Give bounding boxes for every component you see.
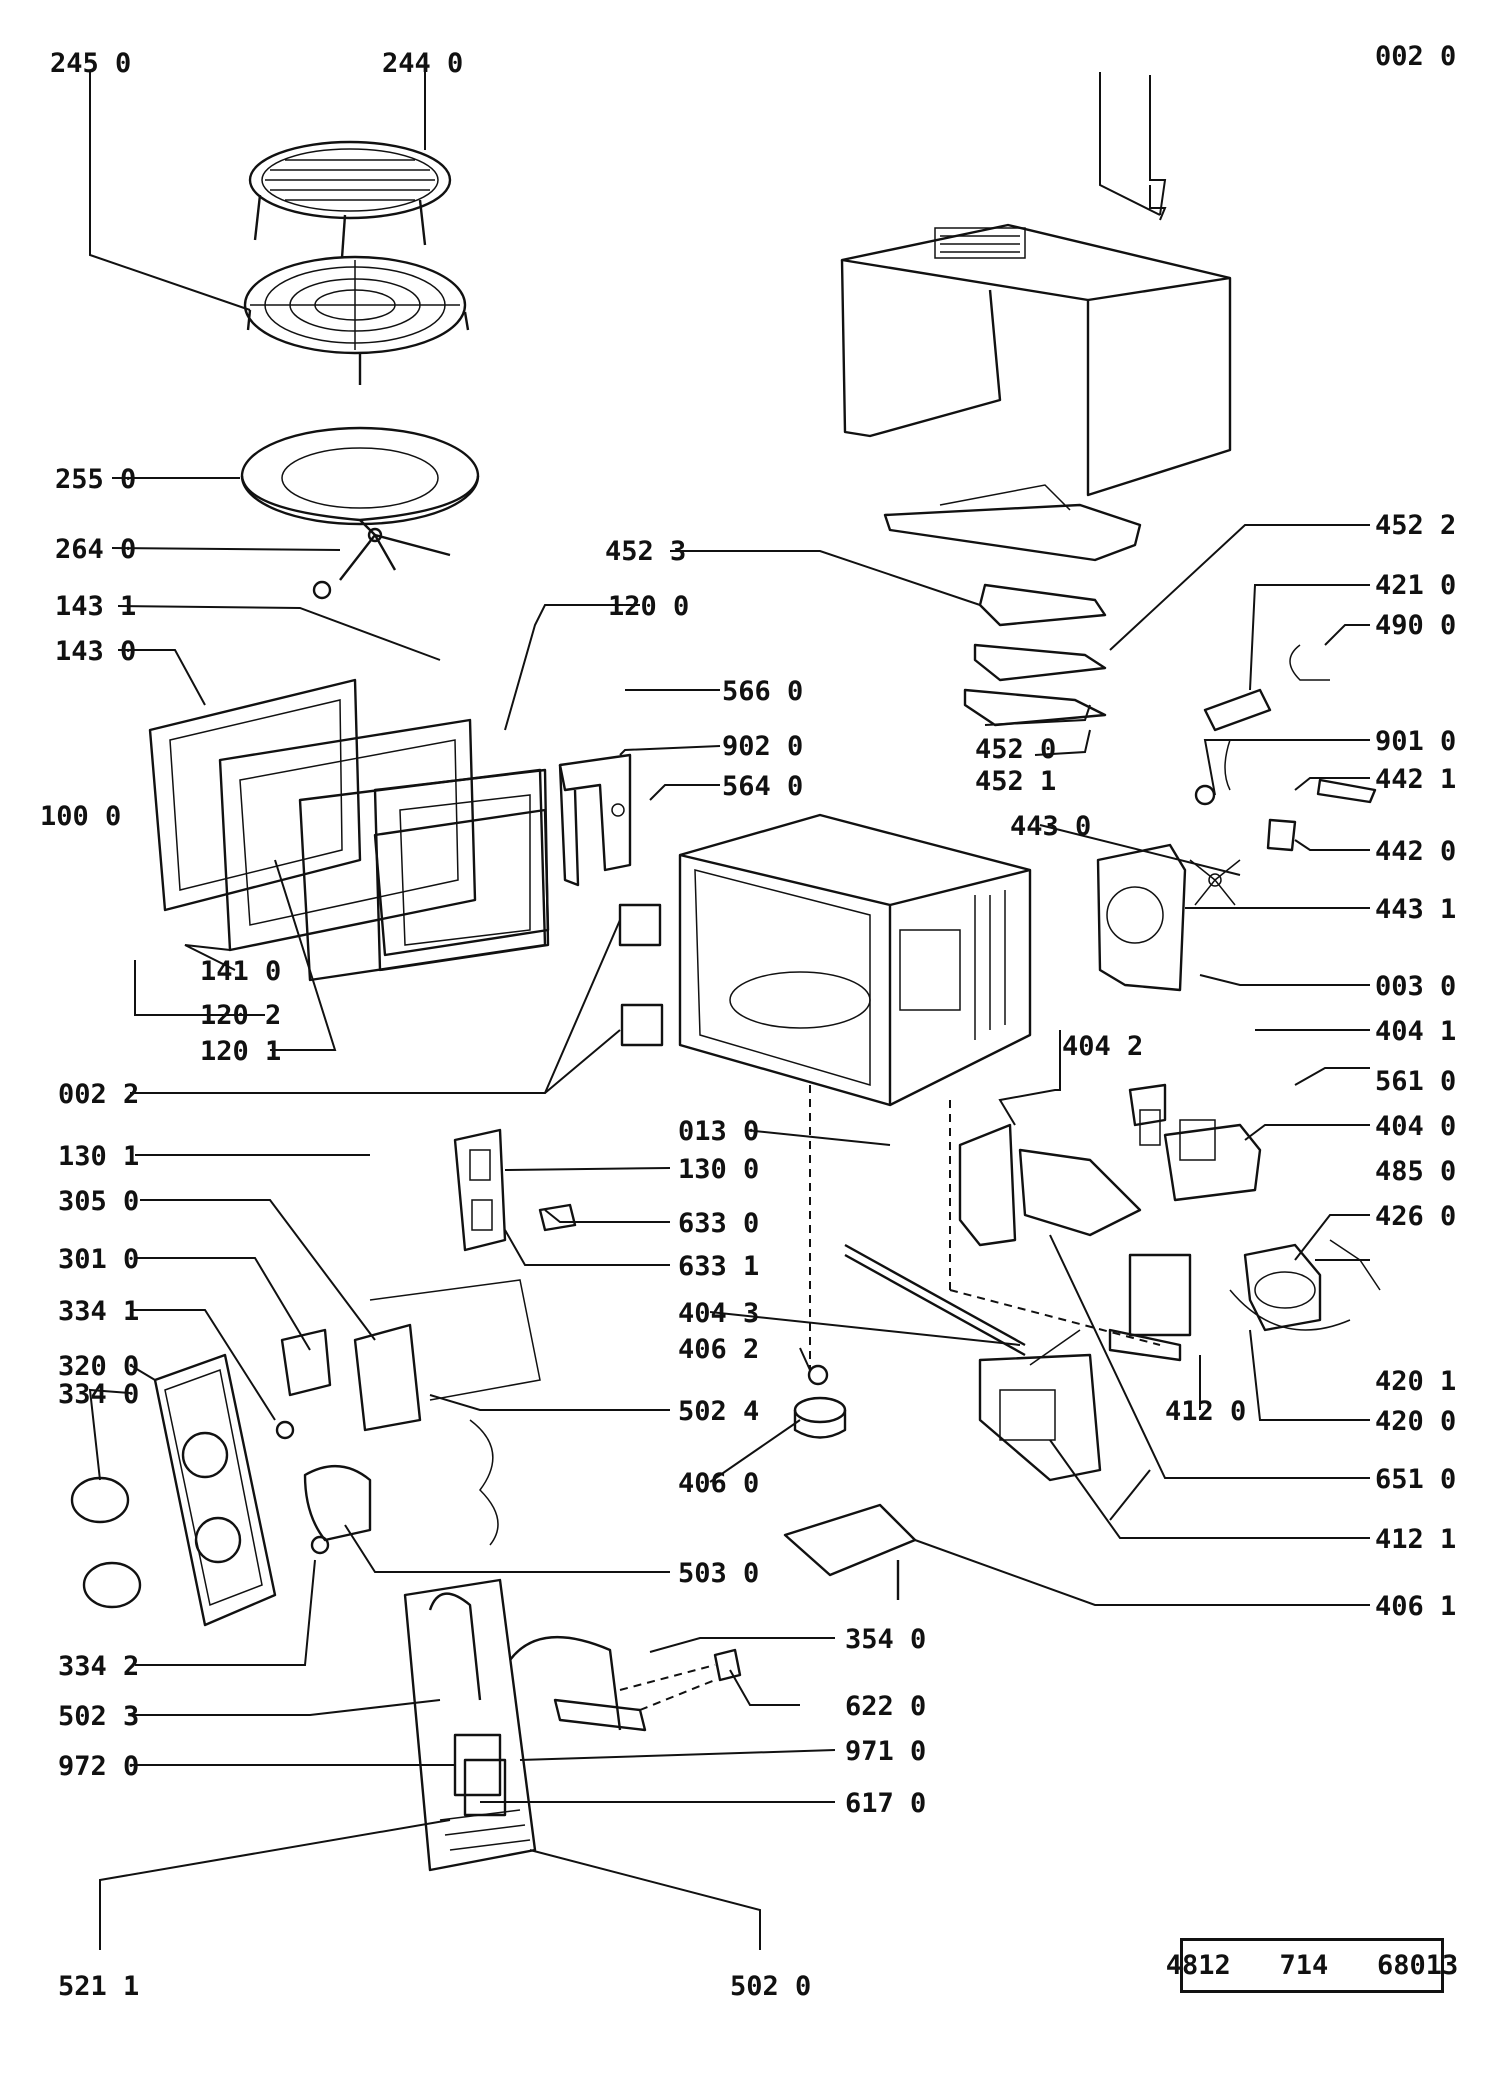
label-972-0: 972 0	[58, 1751, 139, 1782]
label-130-1: 130 1	[58, 1141, 139, 1172]
control-board-part	[403, 1578, 742, 1872]
label-143-0: 143 0	[55, 636, 136, 667]
label-426-0: 426 0	[1375, 1201, 1456, 1232]
label-622-0: 622 0	[845, 1691, 926, 1722]
label-561-0: 561 0	[1375, 1066, 1456, 1097]
label-971-0: 971 0	[845, 1736, 926, 1767]
label-633-0: 633 0	[678, 1208, 759, 1239]
label-420-1: 420 1	[1375, 1366, 1456, 1397]
label-902-0: 902 0	[722, 731, 803, 762]
label-264-0: 264 0	[55, 534, 136, 565]
door-hinge-bracket-part	[558, 753, 632, 887]
label-502-0: 502 0	[730, 1971, 811, 2002]
label-120-2: 120 2	[200, 1000, 281, 1031]
label-143-1: 143 1	[55, 591, 136, 622]
document-code: 4812 714 68013	[1165, 1950, 1459, 1981]
label-566-0: 566 0	[722, 676, 803, 707]
label-442-1: 442 1	[1375, 764, 1456, 795]
turntable-plate-part	[240, 426, 480, 526]
label-141-0: 141 0	[200, 956, 281, 987]
magnetron-bracket-part	[958, 1083, 1262, 1362]
label-244-0: 244 0	[382, 48, 463, 79]
part-labels: 245 0 244 0 002 0 255 0 264 0 452 3 452 …	[40, 41, 1456, 2002]
label-305-0: 305 0	[58, 1186, 139, 1217]
oven-cavity-part	[678, 813, 1032, 1107]
label-334-2: 334 2	[58, 1651, 139, 1682]
low-rack-part	[243, 255, 470, 385]
label-406-2: 406 2	[678, 1334, 759, 1365]
transformer-part	[1229, 1239, 1381, 1332]
leader-lines	[88, 72, 1370, 1950]
label-452-3: 452 3	[605, 536, 686, 567]
label-404-0: 404 0	[1375, 1111, 1456, 1142]
label-404-3: 404 3	[678, 1298, 759, 1329]
bottom-panel-part	[978, 1329, 1102, 1482]
label-255-0: 255 0	[55, 464, 136, 495]
control-panel-part	[70, 1353, 330, 1627]
fan-assembly-part	[1096, 778, 1377, 992]
label-452-1: 452 1	[975, 766, 1056, 797]
assembly-line	[949, 1289, 1161, 1346]
turntable-motor-part	[793, 1364, 847, 1439]
label-003-0: 003 0	[1375, 971, 1456, 1002]
label-452-2: 452 2	[1375, 510, 1456, 541]
label-452-0: 452 0	[975, 734, 1056, 765]
label-564-0: 564 0	[722, 771, 803, 802]
capacitor-part	[1194, 644, 1330, 806]
label-633-1: 633 1	[678, 1251, 759, 1282]
label-502-4: 502 4	[678, 1396, 759, 1427]
label-130-0: 130 0	[678, 1154, 759, 1185]
outer-casing-part	[840, 223, 1232, 497]
label-354-0: 354 0	[845, 1624, 926, 1655]
label-443-1: 443 1	[1375, 894, 1456, 925]
label-002-2: 002 2	[58, 1079, 139, 1110]
document-code-box: 4812 714 68013	[1166, 1938, 1458, 1993]
label-301-0: 301 0	[58, 1244, 139, 1275]
label-334-0: 334 0	[58, 1379, 139, 1410]
label-651-0: 651 0	[1375, 1464, 1456, 1495]
label-406-1: 406 1	[1375, 1591, 1456, 1622]
label-490-0: 490 0	[1375, 610, 1456, 641]
interlock-switch-part	[453, 1128, 577, 1252]
label-901-0: 901 0	[1375, 726, 1456, 757]
label-502-3: 502 3	[58, 1701, 139, 1732]
label-120-0: 120 0	[608, 591, 689, 622]
label-442-0: 442 0	[1375, 836, 1456, 867]
label-002-0: 002 0	[1375, 41, 1456, 72]
label-404-2: 404 2	[1062, 1031, 1143, 1062]
label-404-1: 404 1	[1375, 1016, 1456, 1047]
label-421-0: 421 0	[1375, 570, 1456, 601]
label-100-0: 100 0	[40, 801, 121, 832]
bottom-cover-plate-part	[783, 1503, 917, 1600]
label-412-1: 412 1	[1375, 1524, 1456, 1555]
label-334-1: 334 1	[58, 1296, 139, 1327]
label-521-1: 521 1	[58, 1971, 139, 2002]
label-406-0: 406 0	[678, 1468, 759, 1499]
label-420-0: 420 0	[1375, 1406, 1456, 1437]
label-320-0: 320 0	[58, 1351, 139, 1382]
mica-cover-parts	[963, 583, 1107, 727]
hinge-plates-part	[618, 903, 664, 1047]
bottom-plate-part	[883, 484, 1142, 562]
label-503-0: 503 0	[678, 1558, 759, 1589]
label-120-1: 120 1	[200, 1036, 281, 1067]
label-412-0: 412 0	[1165, 1396, 1246, 1427]
label-443-0: 443 0	[1010, 811, 1091, 842]
assembly-line	[639, 1679, 716, 1711]
label-485-0: 485 0	[1375, 1156, 1456, 1187]
assembly-line	[619, 1664, 716, 1691]
timer-switch-part	[280, 1279, 541, 1546]
grill-rack-part	[248, 140, 452, 259]
door-assembly-part	[148, 678, 550, 982]
heater-tube-part	[844, 1243, 1026, 1357]
label-013-0: 013 0	[678, 1116, 759, 1147]
roller-support-part	[312, 519, 451, 600]
label-617-0: 617 0	[845, 1788, 926, 1819]
label-245-0: 245 0	[50, 48, 131, 79]
